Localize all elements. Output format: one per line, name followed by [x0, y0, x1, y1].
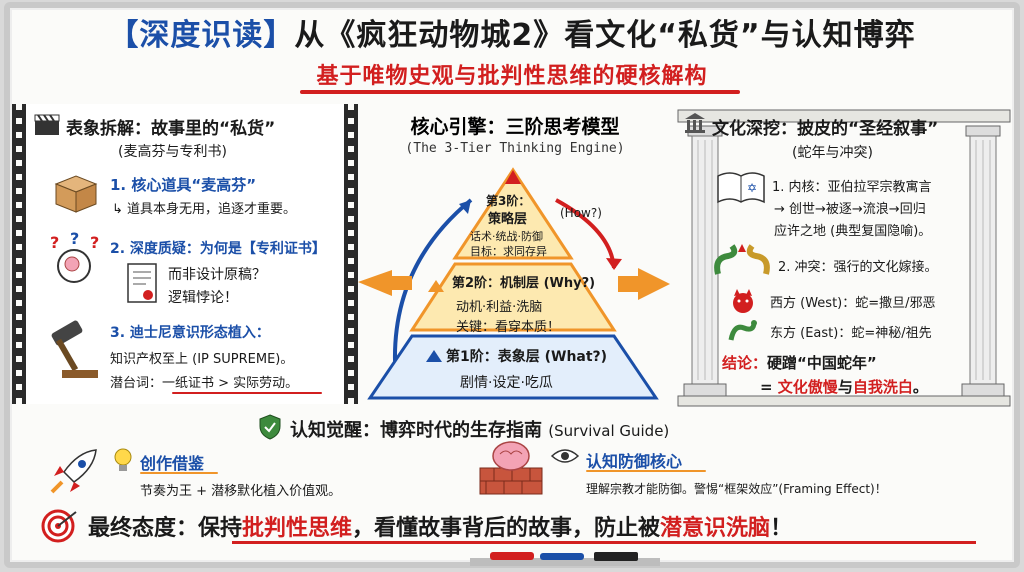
east-text: 东方 (East)：蛇=神秘/祖先 — [770, 326, 932, 341]
awakening-left-label: 创作借鉴 — [140, 454, 205, 473]
tier3-line2: 目标：求同存异 — [470, 245, 547, 258]
temple-frame — [677, 109, 1011, 407]
dragon-icon — [728, 320, 757, 341]
clapper-icon — [34, 114, 60, 135]
eye-icon — [550, 449, 580, 463]
rocket-icon — [50, 449, 97, 494]
tier1-title: 第1阶：表象层 (What?) — [446, 349, 608, 365]
awakening-left-text: 节奏为王 + 潜移默化植入价值观。 — [140, 484, 342, 499]
lightbulb-icon — [114, 448, 132, 471]
conclusion-red2: 自我洗白 — [852, 378, 913, 396]
svg-text:?: ? — [70, 232, 79, 248]
conclusion-text: 硬蹭“中国蛇年” — [767, 354, 877, 372]
svg-text:?: ? — [50, 233, 59, 252]
right-item2-label: 2. 冲突：强行的文化嫁接。 — [778, 260, 938, 275]
west-text: 西方 (West)：蛇=撒旦/邪恶 — [770, 296, 936, 311]
subtitle-underline — [300, 90, 740, 94]
svg-text:✡: ✡ — [747, 181, 757, 195]
left-item3-underline — [172, 392, 322, 394]
left-orange-arrow — [358, 270, 412, 296]
conclusion-label: 结论： — [722, 354, 768, 372]
left-item1-detail: ↳ 道具本身无用，追逐才重要。 — [112, 202, 297, 217]
right-panel-subtitle: (蛇年与冲突) — [792, 145, 873, 161]
box-icon — [54, 175, 98, 213]
tier3-question: (How?) — [560, 206, 602, 220]
marker-tray — [470, 552, 660, 566]
conclusion-mid: 与 — [837, 378, 853, 396]
conclusion-line2: = 文化傲慢与自我洗白。 — [760, 376, 928, 397]
left-item3-detail2-highlight: 一纸证书 > 实际劳动。 — [162, 376, 299, 391]
right-item1-detail2: 应许之地 (典型复国隐喻)。 — [774, 224, 932, 239]
final-red1: 批判性思维 — [242, 516, 353, 541]
tier3-title: 第3阶： — [486, 194, 531, 208]
tier1-line1: 剧情·设定·吃瓜 — [460, 375, 553, 391]
gavel-icon — [51, 320, 98, 378]
devil-icon — [733, 289, 753, 313]
right-item1-label: 1. 内核：亚伯拉罕宗教寓言 — [772, 180, 932, 195]
left-item3-detail2-prefix: 潜台词： — [110, 376, 163, 391]
pyramid-diagram — [358, 167, 670, 400]
question-head-icon: ? ? ? — [50, 232, 99, 283]
tier2-line2: 关键：看穿本质！ — [456, 320, 561, 335]
title-tag: 【深度识读】 — [108, 18, 295, 53]
left-item2-detail2: 逻辑悖论！ — [168, 290, 238, 306]
awakening-right-label: 认知防御核心 — [586, 452, 683, 471]
left-panel-subtitle: (麦高芬与专利书) — [118, 144, 227, 160]
conclusion-eq: = — [760, 378, 778, 396]
final-red2: 潜意识洗脑 — [660, 516, 771, 541]
awakening-title-en: (Survival Guide) — [548, 422, 670, 440]
awakening-title-cn: 认知觉醒：博弈时代的生存指南 — [290, 420, 542, 441]
right-panel-title: 文化深挖：披皮的“圣经叙事” — [712, 119, 939, 139]
final-underline — [232, 541, 976, 544]
tier3-line1: 话术·统战·防御 — [470, 230, 543, 243]
left-item2-detail1: 而非设计原稿？ — [168, 267, 266, 283]
right-label-underline — [586, 470, 706, 472]
certificate-icon — [127, 263, 157, 303]
left-item3-detail1: 知识产权至上 (IP SUPREME)。 — [110, 352, 294, 367]
left-label-underline — [140, 472, 218, 474]
shield-icon — [259, 414, 281, 440]
temple-icon — [685, 113, 705, 133]
awakening-title: 认知觉醒：博弈时代的生存指南 (Survival Guide) — [290, 416, 669, 442]
center-title: 核心引擎：三阶思考模型 — [410, 116, 620, 138]
tier2-title: 第2阶：机制层 (Why?) — [452, 276, 596, 291]
page-title: 【深度识读】从《疯狂动物城2》看文化“私货”与认知博弈 — [0, 10, 1024, 54]
awakening-right-text: 理解宗教才能防御。警惕“框架效应”(Framing Effect)！ — [586, 482, 887, 496]
tier3-name: 策略层 — [488, 212, 528, 227]
conclusion-line1: 结论：硬蹭“中国蛇年” — [722, 352, 877, 373]
conclusion-red1: 文化傲慢 — [777, 378, 838, 396]
brain-wall-icon — [479, 441, 543, 495]
title-text: 从《疯狂动物城2》看文化“私货”与认知博弈 — [294, 18, 916, 53]
conclusion-end: 。 — [912, 378, 928, 396]
book-icon: ✡ — [717, 172, 765, 204]
left-item1-label: 1. 核心道具“麦高芬” — [110, 176, 257, 194]
final-middle: ，看懂故事背后的故事，防止被 — [352, 516, 661, 541]
center-subtitle: (The 3-Tier Thinking Engine) — [405, 141, 625, 156]
left-item3-label: 3. 迪士尼意识形态植入： — [110, 325, 270, 341]
target-icon — [41, 509, 77, 543]
left-item2-label: 2. 深度质疑：为何是【专利证书】 — [110, 241, 326, 257]
final-attitude: 最终态度：保持批判性思维，看懂故事背后的故事，防止被潜意识洗脑！ — [88, 510, 792, 542]
right-orange-arrow — [618, 268, 670, 300]
dragon-snake-icon — [714, 244, 770, 275]
right-item1-detail1: → 创世→被逐→流浪→回归 — [774, 202, 926, 217]
left-panel-title: 表象拆解：故事里的“私货” — [66, 119, 276, 139]
tier2-line1: 动机·利益·洗脑 — [456, 300, 543, 315]
left-item3-detail2: 潜台词：一纸证书 > 实际劳动。 — [110, 372, 298, 391]
final-end: ！ — [770, 516, 793, 541]
svg-text:?: ? — [90, 233, 99, 252]
final-prefix: 最终态度：保持 — [88, 516, 243, 541]
page-subtitle: 基于唯物史观与批判性思维的硬核解构 — [316, 64, 708, 89]
